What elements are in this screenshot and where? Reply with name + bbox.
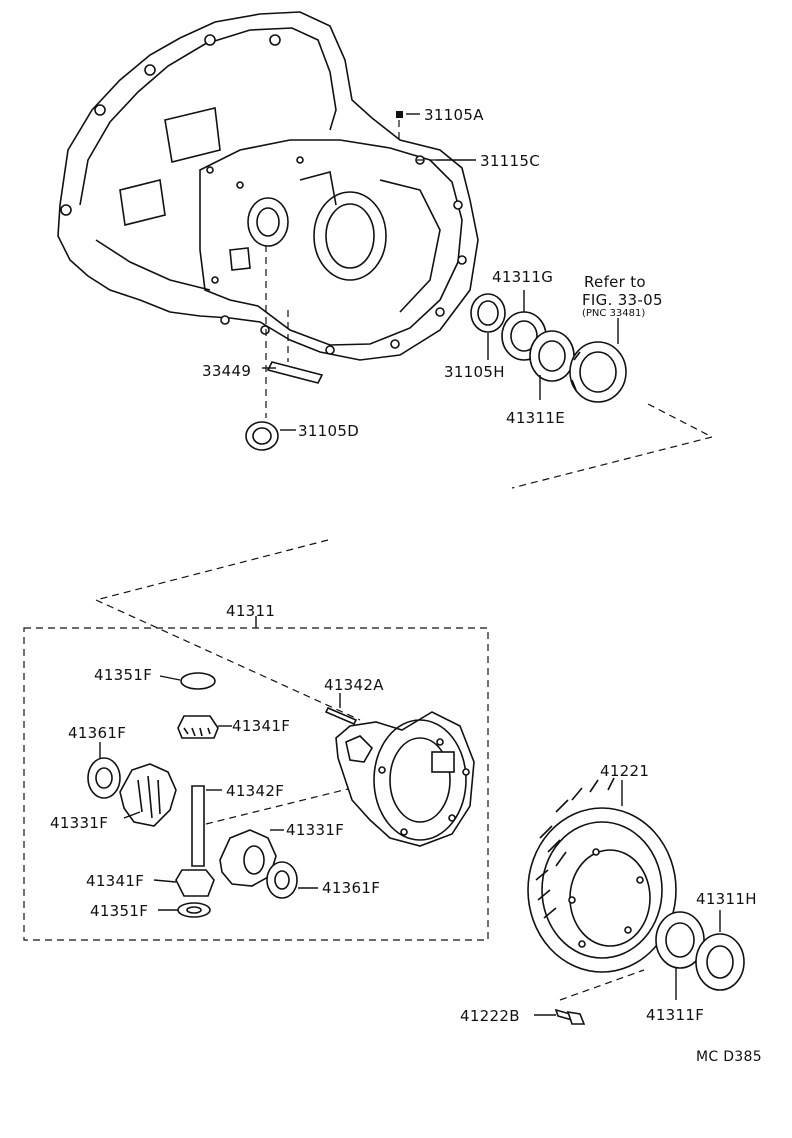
label-31115C: 31115C xyxy=(480,152,540,170)
label-41221: 41221 xyxy=(600,762,649,780)
label-41331F-right: 41331F xyxy=(286,821,344,839)
label-41341F-bottom: 41341F xyxy=(86,872,144,890)
part-31105A-plug xyxy=(396,111,420,140)
differential-case xyxy=(335,711,475,847)
label-41351F-top: 41351F xyxy=(94,666,152,684)
label-41361F-right: 41361F xyxy=(322,879,380,897)
label-refer-line2: FIG. 33-05 xyxy=(582,291,663,309)
part-41361F-left-washer xyxy=(87,742,121,799)
part-41341F-bottom-pinion xyxy=(153,869,215,897)
label-41361F-left: 41361F xyxy=(68,724,126,742)
differential-assembly-box xyxy=(23,616,489,941)
label-41311H: 41311H xyxy=(696,890,757,908)
part-41342F-pinion-shaft xyxy=(191,785,353,867)
label-41311F: 41311F xyxy=(646,1006,704,1024)
part-labels: 31105A 31115C 41311G Refer to FIG. 33-05… xyxy=(50,106,762,1065)
label-refer-pnc: (PNC 33481) xyxy=(582,308,645,319)
label-41351F-bottom: 41351F xyxy=(90,902,148,920)
label-41331F-left: 41331F xyxy=(50,814,108,832)
label-41311E: 41311E xyxy=(506,409,565,427)
label-41311G: 41311G xyxy=(492,268,553,286)
label-41342F: 41342F xyxy=(226,782,284,800)
label-41222B: 41222B xyxy=(460,1007,520,1025)
part-41221-ring-gear xyxy=(527,777,677,973)
part-41222B-bolt xyxy=(534,969,645,1025)
part-41351F-bottom-washer xyxy=(158,902,211,918)
part-41341F-top-pinion xyxy=(177,715,232,739)
label-41342A: 41342A xyxy=(324,676,384,694)
part-41311H-shim xyxy=(695,910,745,991)
label-41341F-top: 41341F xyxy=(232,717,290,735)
part-41361F-right-washer xyxy=(266,861,318,899)
label-33449: 33449 xyxy=(202,362,251,380)
label-41311: 41311 xyxy=(226,602,275,620)
transaxle-case-illustration xyxy=(57,11,479,361)
label-31105A: 31105A xyxy=(424,106,484,124)
label-31105D: 31105D xyxy=(298,422,359,440)
bearing-group-right xyxy=(470,290,627,403)
catalog-code: MC D385 xyxy=(696,1049,762,1065)
part-33449-plate xyxy=(262,310,324,384)
label-refer-line1: Refer to xyxy=(584,273,646,291)
label-31105H: 31105H xyxy=(444,363,505,381)
part-31105D-seal xyxy=(245,245,296,451)
part-41331F-left-side-gear xyxy=(119,763,177,827)
part-41351F-top-washer xyxy=(159,672,216,690)
assembly-connector-lines xyxy=(95,403,713,721)
part-41342A-pin xyxy=(324,693,358,726)
